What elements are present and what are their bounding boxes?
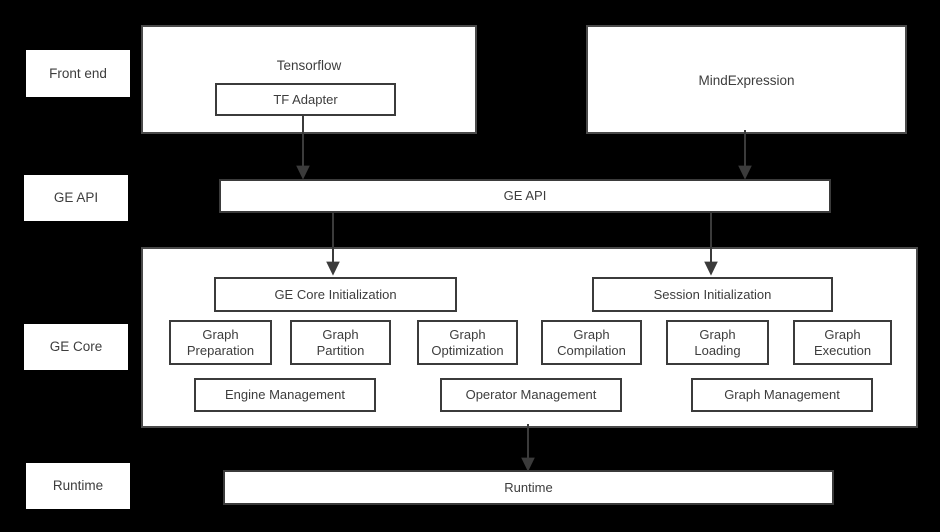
mindexpression-container[interactable]: MindExpression [586, 25, 907, 134]
graph-execution-box[interactable]: Graph Execution [793, 320, 892, 365]
tf-adapter-box[interactable]: TF Adapter [215, 83, 396, 116]
ge-core-container: GE Core Initialization Session Initializ… [141, 247, 918, 428]
tensorflow-title: Tensorflow [276, 58, 342, 73]
tensorflow-container[interactable]: Tensorflow TF Adapter [141, 25, 477, 134]
layer-label-ge-core: GE Core [24, 324, 128, 370]
layer-label-front-end: Front end [26, 50, 130, 97]
ge-core-initialization-box[interactable]: GE Core Initialization [214, 277, 457, 312]
runtime-bar[interactable]: Runtime [223, 470, 834, 505]
layer-label-runtime: Runtime [26, 463, 130, 509]
operator-management-box[interactable]: Operator Management [440, 378, 622, 412]
layer-label-ge-api: GE API [24, 175, 128, 221]
graph-partition-box[interactable]: Graph Partition [290, 320, 391, 365]
ge-api-bar[interactable]: GE API [219, 179, 831, 213]
session-initialization-box[interactable]: Session Initialization [592, 277, 833, 312]
graph-preparation-box[interactable]: Graph Preparation [169, 320, 272, 365]
graph-loading-box[interactable]: Graph Loading [666, 320, 769, 365]
engine-management-box[interactable]: Engine Management [194, 378, 376, 412]
mindexpression-title: MindExpression [698, 73, 795, 88]
graph-compilation-box[interactable]: Graph Compilation [541, 320, 642, 365]
graph-optimization-box[interactable]: Graph Optimization [417, 320, 518, 365]
graph-management-box[interactable]: Graph Management [691, 378, 873, 412]
